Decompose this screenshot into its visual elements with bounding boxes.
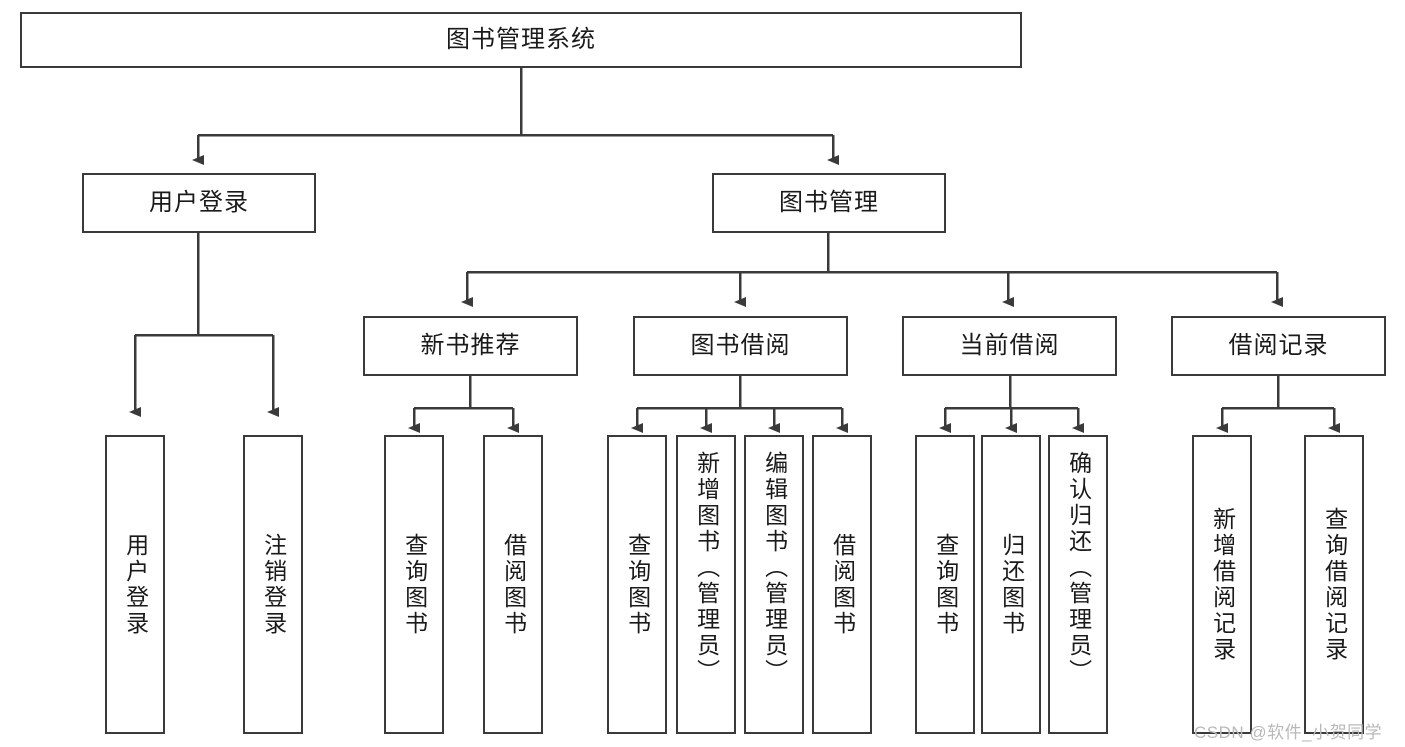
- leaf-new-book-query-label: 查询图书: [401, 532, 428, 637]
- leaf-new-book-query[interactable]: 查询图书: [384, 435, 444, 734]
- node-book-borrow-label: 图书借阅: [690, 332, 791, 359]
- csdn-watermark: CSDN @软件_小贺同学: [1194, 723, 1383, 742]
- node-new-book-recommend-label: 新书推荐: [420, 332, 521, 359]
- leaf-user-login-logout-label: 注销登录: [260, 532, 287, 637]
- leaf-current-query-book-label: 查询图书: [932, 532, 959, 637]
- leaf-current-return-book-label: 归还图书: [998, 532, 1025, 637]
- node-root-label: 图书管理系统: [446, 26, 596, 53]
- leaf-current-return-book[interactable]: 归还图书: [981, 435, 1041, 734]
- leaf-user-login-login[interactable]: 用户登录: [105, 435, 165, 734]
- leaf-borrow-add-book-label: 新增图书（管理员）: [693, 451, 720, 685]
- leaf-borrow-edit-book[interactable]: 编辑图书（管理员）: [744, 435, 804, 734]
- leaf-records-query-record[interactable]: 查询借阅记录: [1304, 435, 1364, 734]
- node-book-management[interactable]: 图书管理: [712, 173, 946, 233]
- leaf-current-query-book[interactable]: 查询图书: [915, 435, 975, 734]
- node-new-book-recommend[interactable]: 新书推荐: [363, 316, 578, 376]
- node-borrow-records-label: 借阅记录: [1228, 332, 1329, 359]
- leaf-new-book-borrow[interactable]: 借阅图书: [483, 435, 543, 734]
- leaf-user-login-logout[interactable]: 注销登录: [243, 435, 303, 734]
- leaf-records-add-record[interactable]: 新增借阅记录: [1192, 435, 1252, 734]
- leaf-current-confirm-return-label: 确认归还（管理员）: [1065, 451, 1092, 685]
- leaf-records-query-record-label: 查询借阅记录: [1321, 506, 1348, 663]
- node-borrow-records[interactable]: 借阅记录: [1171, 316, 1386, 376]
- leaf-borrow-borrow-book[interactable]: 借阅图书: [812, 435, 872, 734]
- leaf-current-confirm-return[interactable]: 确认归还（管理员）: [1048, 435, 1108, 734]
- leaf-borrow-query-book-label: 查询图书: [624, 532, 651, 637]
- node-book-borrow[interactable]: 图书借阅: [633, 316, 848, 376]
- node-current-borrow-label: 当前借阅: [959, 332, 1060, 359]
- leaf-new-book-borrow-label: 借阅图书: [500, 532, 527, 637]
- node-user-login-label: 用户登录: [149, 189, 249, 216]
- leaf-records-add-record-label: 新增借阅记录: [1209, 506, 1236, 663]
- node-user-login[interactable]: 用户登录: [82, 173, 316, 233]
- leaf-borrow-query-book[interactable]: 查询图书: [607, 435, 667, 734]
- node-current-borrow[interactable]: 当前借阅: [902, 316, 1117, 376]
- leaf-borrow-edit-book-label: 编辑图书（管理员）: [761, 451, 788, 685]
- node-book-management-label: 图书管理: [779, 189, 879, 216]
- node-root[interactable]: 图书管理系统: [20, 12, 1022, 68]
- leaf-borrow-add-book[interactable]: 新增图书（管理员）: [676, 435, 736, 734]
- leaf-user-login-login-label: 用户登录: [122, 532, 149, 637]
- leaf-borrow-borrow-book-label: 借阅图书: [829, 532, 856, 637]
